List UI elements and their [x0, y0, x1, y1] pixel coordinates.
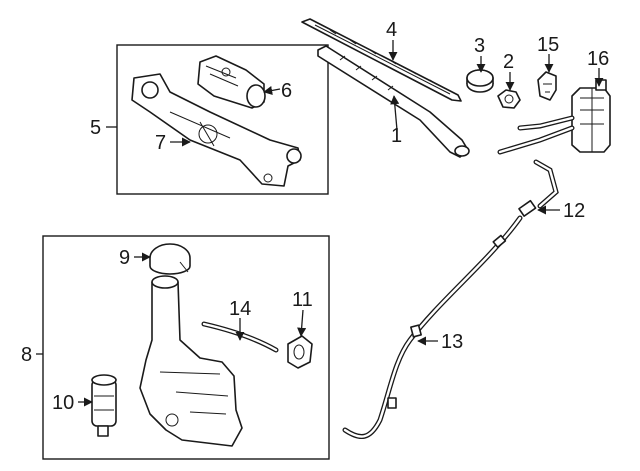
washer-nozzle: [537, 71, 557, 101]
hose-connector: [518, 159, 559, 217]
callout-11: 11: [292, 289, 313, 311]
callout-12: 12: [563, 200, 585, 222]
wiper-linkage: [131, 73, 302, 187]
leader-6: [263, 86, 281, 95]
callout-14: 14: [229, 298, 251, 320]
callout-6: 6: [281, 80, 292, 102]
callout-1: 1: [391, 125, 402, 147]
callout-13: 13: [441, 331, 463, 353]
wiper-blade: [301, 18, 462, 102]
leader-1: [390, 95, 400, 131]
callout-16: 16: [587, 48, 609, 70]
callout-4: 4: [386, 19, 397, 41]
callout-9: 9: [119, 247, 130, 269]
washer-reservoir: [139, 275, 243, 447]
callout-2: 2: [503, 51, 514, 73]
callout-15: 15: [537, 34, 559, 56]
washer-reservoir-group-box: [42, 235, 330, 460]
washer-hose: [342, 215, 523, 439]
callout-8: 8: [21, 344, 32, 366]
callout-10: 10: [52, 392, 74, 414]
washer-pump: [91, 374, 117, 437]
callout-3: 3: [474, 35, 485, 57]
wiper-motor-linkage-group-box: [116, 44, 329, 195]
leader-11: [297, 309, 307, 337]
callout-5: 5: [90, 117, 101, 139]
pivot-nut: [497, 89, 521, 109]
pivot-cap: [466, 69, 494, 93]
washer-grommet: [287, 335, 313, 369]
reservoir-cap: [149, 243, 191, 275]
callout-7: 7: [155, 132, 166, 154]
wiper-motor: [197, 55, 266, 109]
